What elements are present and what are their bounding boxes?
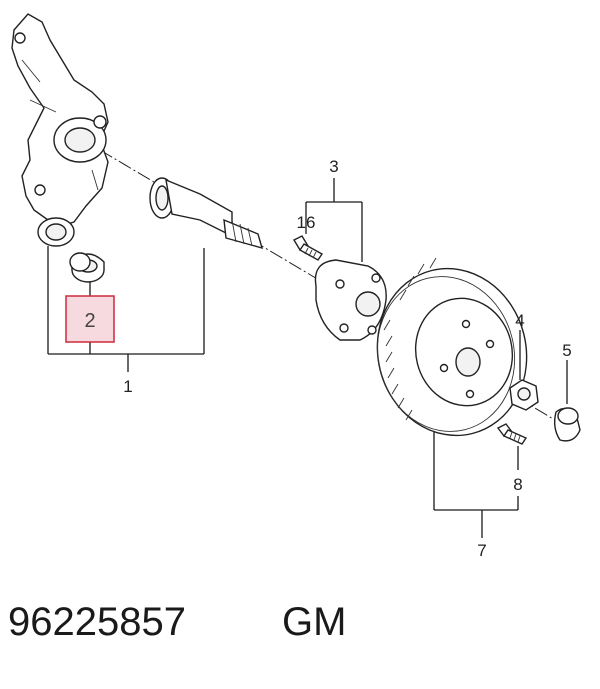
bushing-part (69, 252, 105, 283)
highlight-box-part-2 (65, 295, 115, 343)
leader-lines (47, 178, 568, 538)
callout-3: 3 (329, 157, 338, 176)
callout-8: 8 (513, 475, 522, 494)
hub-bolt (293, 235, 324, 261)
hub-nut (509, 379, 539, 411)
disc-screw (496, 423, 528, 445)
callout-1: 1 (123, 377, 132, 396)
brand-name: GM (282, 600, 347, 644)
callout-7: 7 (477, 541, 486, 560)
steering-knuckle (11, 13, 109, 247)
axle-spindle (149, 177, 264, 250)
part-number: 96225857 (8, 600, 186, 644)
callout-2: 2 (84, 310, 95, 332)
brake-disc (376, 257, 528, 437)
callout-4: 4 (515, 311, 524, 330)
dust-cap (553, 407, 581, 442)
callout-5: 5 (562, 341, 571, 360)
callout-16: 16 (297, 213, 316, 232)
wheel-hub (314, 259, 387, 341)
